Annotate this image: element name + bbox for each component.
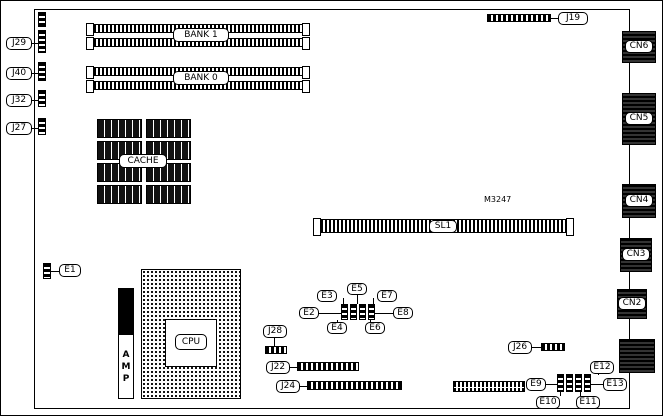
leader-line <box>580 392 581 396</box>
jumper-block <box>584 374 591 392</box>
header-label-j28: J28 <box>263 325 287 338</box>
jumper-label-e12: E12 <box>590 361 614 374</box>
connector-j32 <box>38 90 46 107</box>
leader-line <box>32 43 38 44</box>
cache-chip <box>97 185 142 204</box>
jumper-label-e1: E1 <box>59 264 81 277</box>
header-label-j24: J24 <box>276 380 300 393</box>
header-j28 <box>265 346 287 354</box>
connector-label-j40: J40 <box>6 67 32 80</box>
jumper-label-e3: E3 <box>317 290 337 302</box>
connector-j19 <box>487 14 551 22</box>
bank1-label: BANK 1 <box>173 28 229 42</box>
cache-chip <box>146 119 191 138</box>
jumper-label-e4: E4 <box>327 322 347 334</box>
leader-line <box>551 18 558 19</box>
jumper-label-e8: E8 <box>393 307 413 319</box>
amp-retention-strip: AMP <box>118 288 134 399</box>
cpu-label: CPU <box>175 334 207 350</box>
leader-line <box>357 295 358 304</box>
leader-line <box>532 347 541 348</box>
cache-chip <box>97 119 142 138</box>
connector-label-cn2: CN2 <box>618 297 646 310</box>
connector-j27 <box>38 118 46 135</box>
connector-j40 <box>38 62 46 81</box>
leader-line <box>373 298 374 304</box>
unlabeled-edge-connector <box>38 12 46 27</box>
connector-label-cn4: CN4 <box>625 194 653 207</box>
jumper-block <box>557 374 564 392</box>
jumper-label-e13: E13 <box>603 378 627 391</box>
header-label-j22: J22 <box>266 361 290 374</box>
connector-label-cn5: CN5 <box>625 112 653 125</box>
connector-label-j27: J27 <box>6 122 32 135</box>
jumper-block <box>359 304 366 320</box>
jumper-block <box>566 374 573 392</box>
header-j24 <box>307 381 402 390</box>
connector-label-cn6: CN6 <box>625 40 653 53</box>
connector-label-j19: J19 <box>558 12 588 25</box>
leader-line <box>591 384 603 385</box>
jumper-block <box>575 374 582 392</box>
silkscreen-part-number: M3247 <box>484 195 512 204</box>
leader-line <box>560 392 561 396</box>
leader-line <box>546 384 557 385</box>
header-j26 <box>541 343 565 351</box>
leader-line <box>32 128 38 129</box>
jumper-label-e5: E5 <box>347 283 367 295</box>
bottom-pin-header <box>453 381 525 392</box>
leader-line <box>370 320 371 323</box>
jumper-label-e6: E6 <box>365 322 385 334</box>
jumper-block <box>350 304 357 320</box>
jumper-block <box>341 304 348 320</box>
unlabeled-io-connector <box>619 339 655 373</box>
leader-line <box>274 338 275 346</box>
connector-label-j29: J29 <box>6 37 32 50</box>
header-label-j26: J26 <box>508 341 532 354</box>
jumper-label-e9: E9 <box>526 378 546 391</box>
leader-line <box>337 320 338 323</box>
strip-dark-section <box>119 289 133 335</box>
bank0-label: BANK 0 <box>173 71 229 85</box>
leader-line <box>32 73 38 74</box>
connector-label-cn3: CN3 <box>622 248 650 261</box>
jumper-label-e11: E11 <box>576 396 600 409</box>
header-j22 <box>297 362 359 371</box>
jumper-label-e7: E7 <box>377 290 397 302</box>
connector-label-j32: J32 <box>6 94 32 107</box>
cache-chip <box>146 185 191 204</box>
cache-label: CACHE <box>119 154 167 168</box>
leader-line <box>375 313 393 314</box>
jumper-label-e2: E2 <box>299 307 319 319</box>
leader-line <box>32 100 38 101</box>
connector-j29 <box>38 30 46 53</box>
leader-line <box>290 367 297 368</box>
jumper-block <box>368 304 375 320</box>
jumper-label-e10: E10 <box>536 396 560 409</box>
sl1-label: SL1 <box>429 220 457 233</box>
leader-line <box>51 271 59 272</box>
amp-label: AMP <box>121 349 131 386</box>
leader-line <box>300 386 307 387</box>
leader-line <box>343 298 344 304</box>
jumper-e1 <box>43 263 51 279</box>
leader-line <box>319 313 341 314</box>
